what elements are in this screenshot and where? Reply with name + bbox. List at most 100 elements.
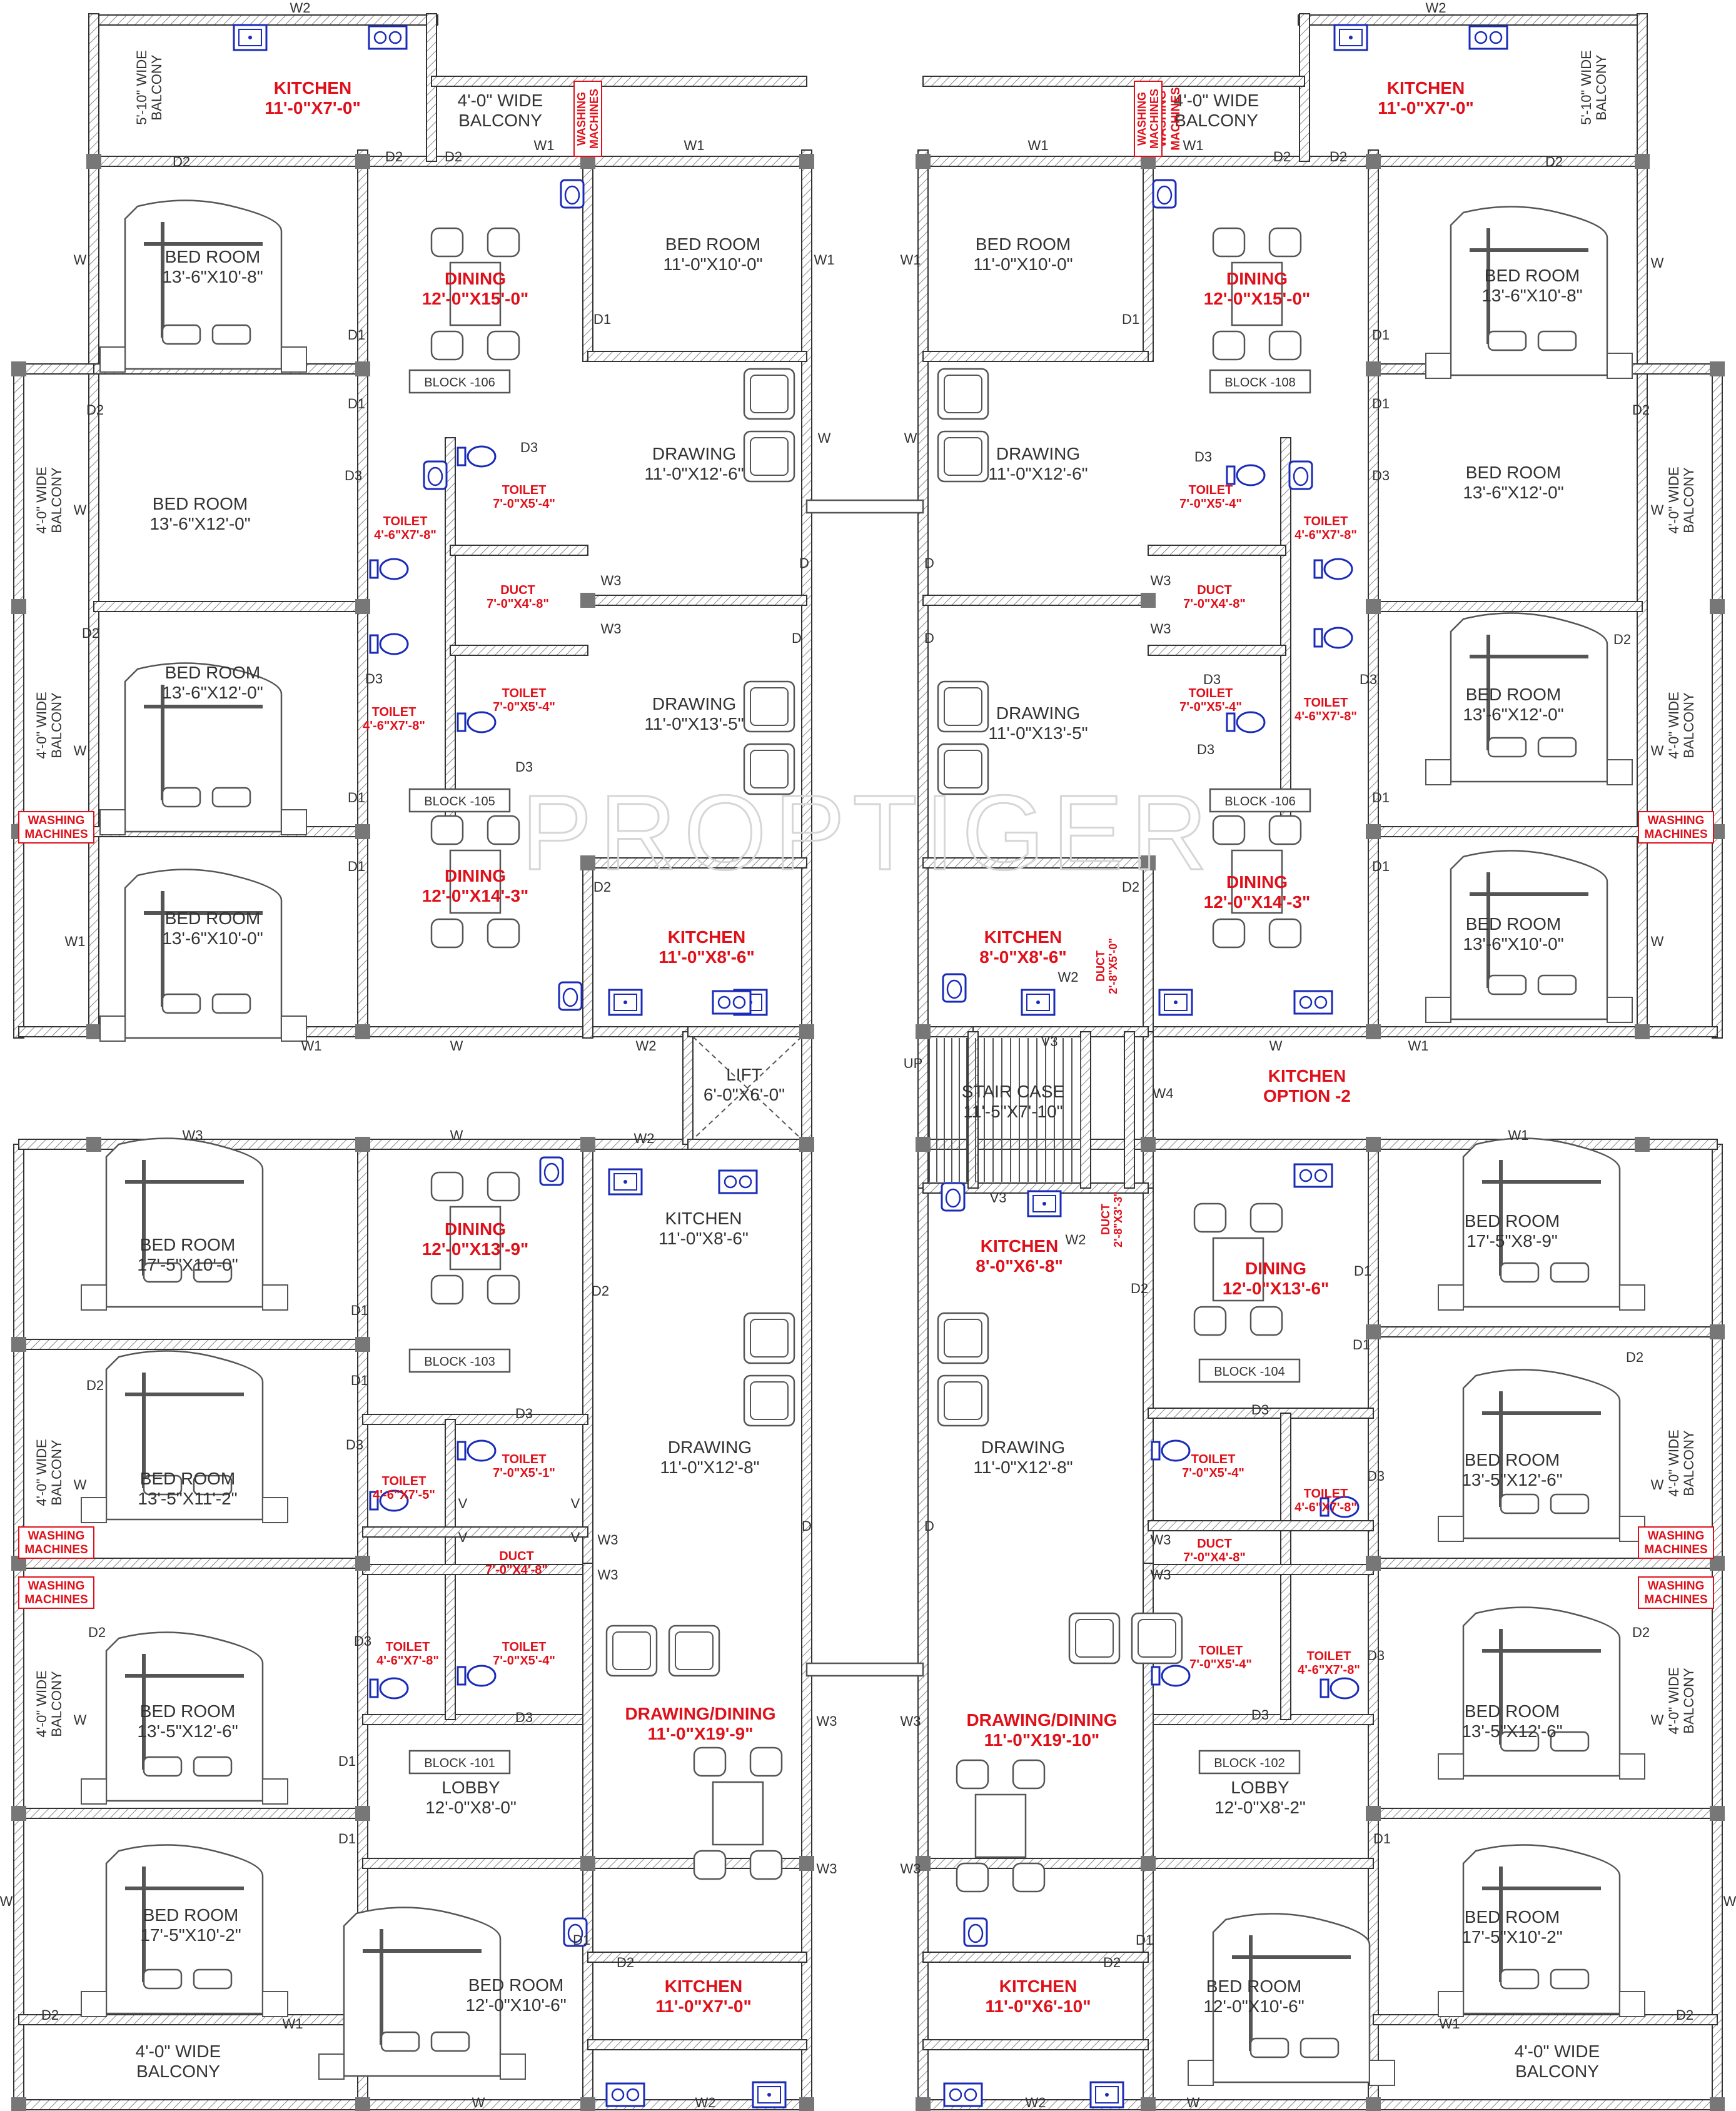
opening-tag: V [458,1496,468,1511]
svg-text:WASHINGMACHINES: WASHINGMACHINES [1644,814,1707,841]
opening-tag: V [458,1529,468,1545]
opening-tag: D3 [1367,1648,1385,1663]
opening-tag: D2 [1545,154,1563,169]
block-label: BLOCK -108 [1224,376,1295,390]
opening-tag: D1 [1372,859,1390,874]
opening-tag: W [450,1127,463,1143]
opening-tag: D2 [1131,1281,1148,1296]
opening-tag: D2 [617,1955,634,1970]
opening-tag: D3 [1251,1707,1269,1723]
opening-tag: D1 [348,327,365,343]
washing-machine-label: WASHINGMACHINES [1134,81,1163,157]
block-label: BLOCK -102 [1214,1756,1284,1770]
block-tags: BLOCK -106 BLOCK -108 BLOCK -105 BLOCK -… [408,369,1311,1775]
opening-tag: D1 [1122,311,1139,327]
opening-tag: D1 [348,396,365,411]
opening-tag: W2 [695,2095,716,2110]
opening-tag: W2 [1026,2095,1046,2110]
opening-tag: D3 [515,759,533,775]
opening-tag: D2 [1613,632,1631,647]
washing-machine-label: WASHINGMACHINES [573,81,602,157]
opening-tag: W [450,1038,463,1054]
opening-tag: D2 [593,879,611,895]
opening-tag: D2 [86,402,104,418]
opening-tag: V [571,1529,580,1545]
opening-tag: D1 [338,1753,356,1769]
opening-tag: W3 [1151,621,1171,637]
balcony-label: 4'-0" WIDEBALCONY [1666,1429,1697,1496]
opening-tag: W2 [290,0,311,16]
opening-tag: D1 [573,1932,590,1948]
opening-tag: D1 [1372,396,1390,411]
balcony-label: 4'-0" WIDEBALCONY [1666,1667,1697,1734]
opening-tag: D1 [1136,1932,1153,1948]
opening-tag: W1 [534,138,555,153]
opening-tag: W [0,1893,13,1909]
opening-tag: D2 [592,1283,609,1299]
opening-tag: D1 [348,859,365,874]
balcony-label: 5'-10" WIDEBALCONY [134,50,164,125]
opening-tag: W2 [1058,969,1079,985]
opening-tag: D1 [1372,327,1390,343]
block-label: BLOCK -104 [1214,1365,1284,1379]
balcony-label: 4'-0" WIDEBALCONY [1666,466,1697,533]
opening-tag: D3 [520,440,538,455]
opening-tag: D1 [1373,1831,1391,1846]
opening-tag: D [924,555,934,571]
svg-text:WASHINGMACHINES: WASHINGMACHINES [1644,1579,1707,1606]
opening-tag: D [799,555,809,571]
opening-tag: D3 [1194,449,1212,465]
opening-tag: D1 [1353,1337,1370,1353]
opening-tag: D1 [1372,790,1390,805]
opening-tag: D [802,1518,812,1534]
opening-tag: D3 [1367,1468,1385,1484]
opening-tag: D2 [86,1378,104,1393]
opening-tag: D1 [351,1302,368,1318]
balcony-label: 4'-0" WIDEBALCONY [34,1670,64,1737]
opening-tag: D3 [515,1710,533,1725]
opening-tag: D3 [354,1633,371,1649]
opening-tag: W3 [817,1713,837,1729]
opening-tag: W3 [901,1713,921,1729]
opening-tag: W [1187,2095,1200,2110]
opening-tag: D1 [338,1831,356,1846]
opening-tag: D1 [351,1373,368,1388]
opening-tag: W3 [183,1127,203,1143]
opening-tag: D [924,630,934,646]
opening-tag: D3 [1360,672,1377,687]
